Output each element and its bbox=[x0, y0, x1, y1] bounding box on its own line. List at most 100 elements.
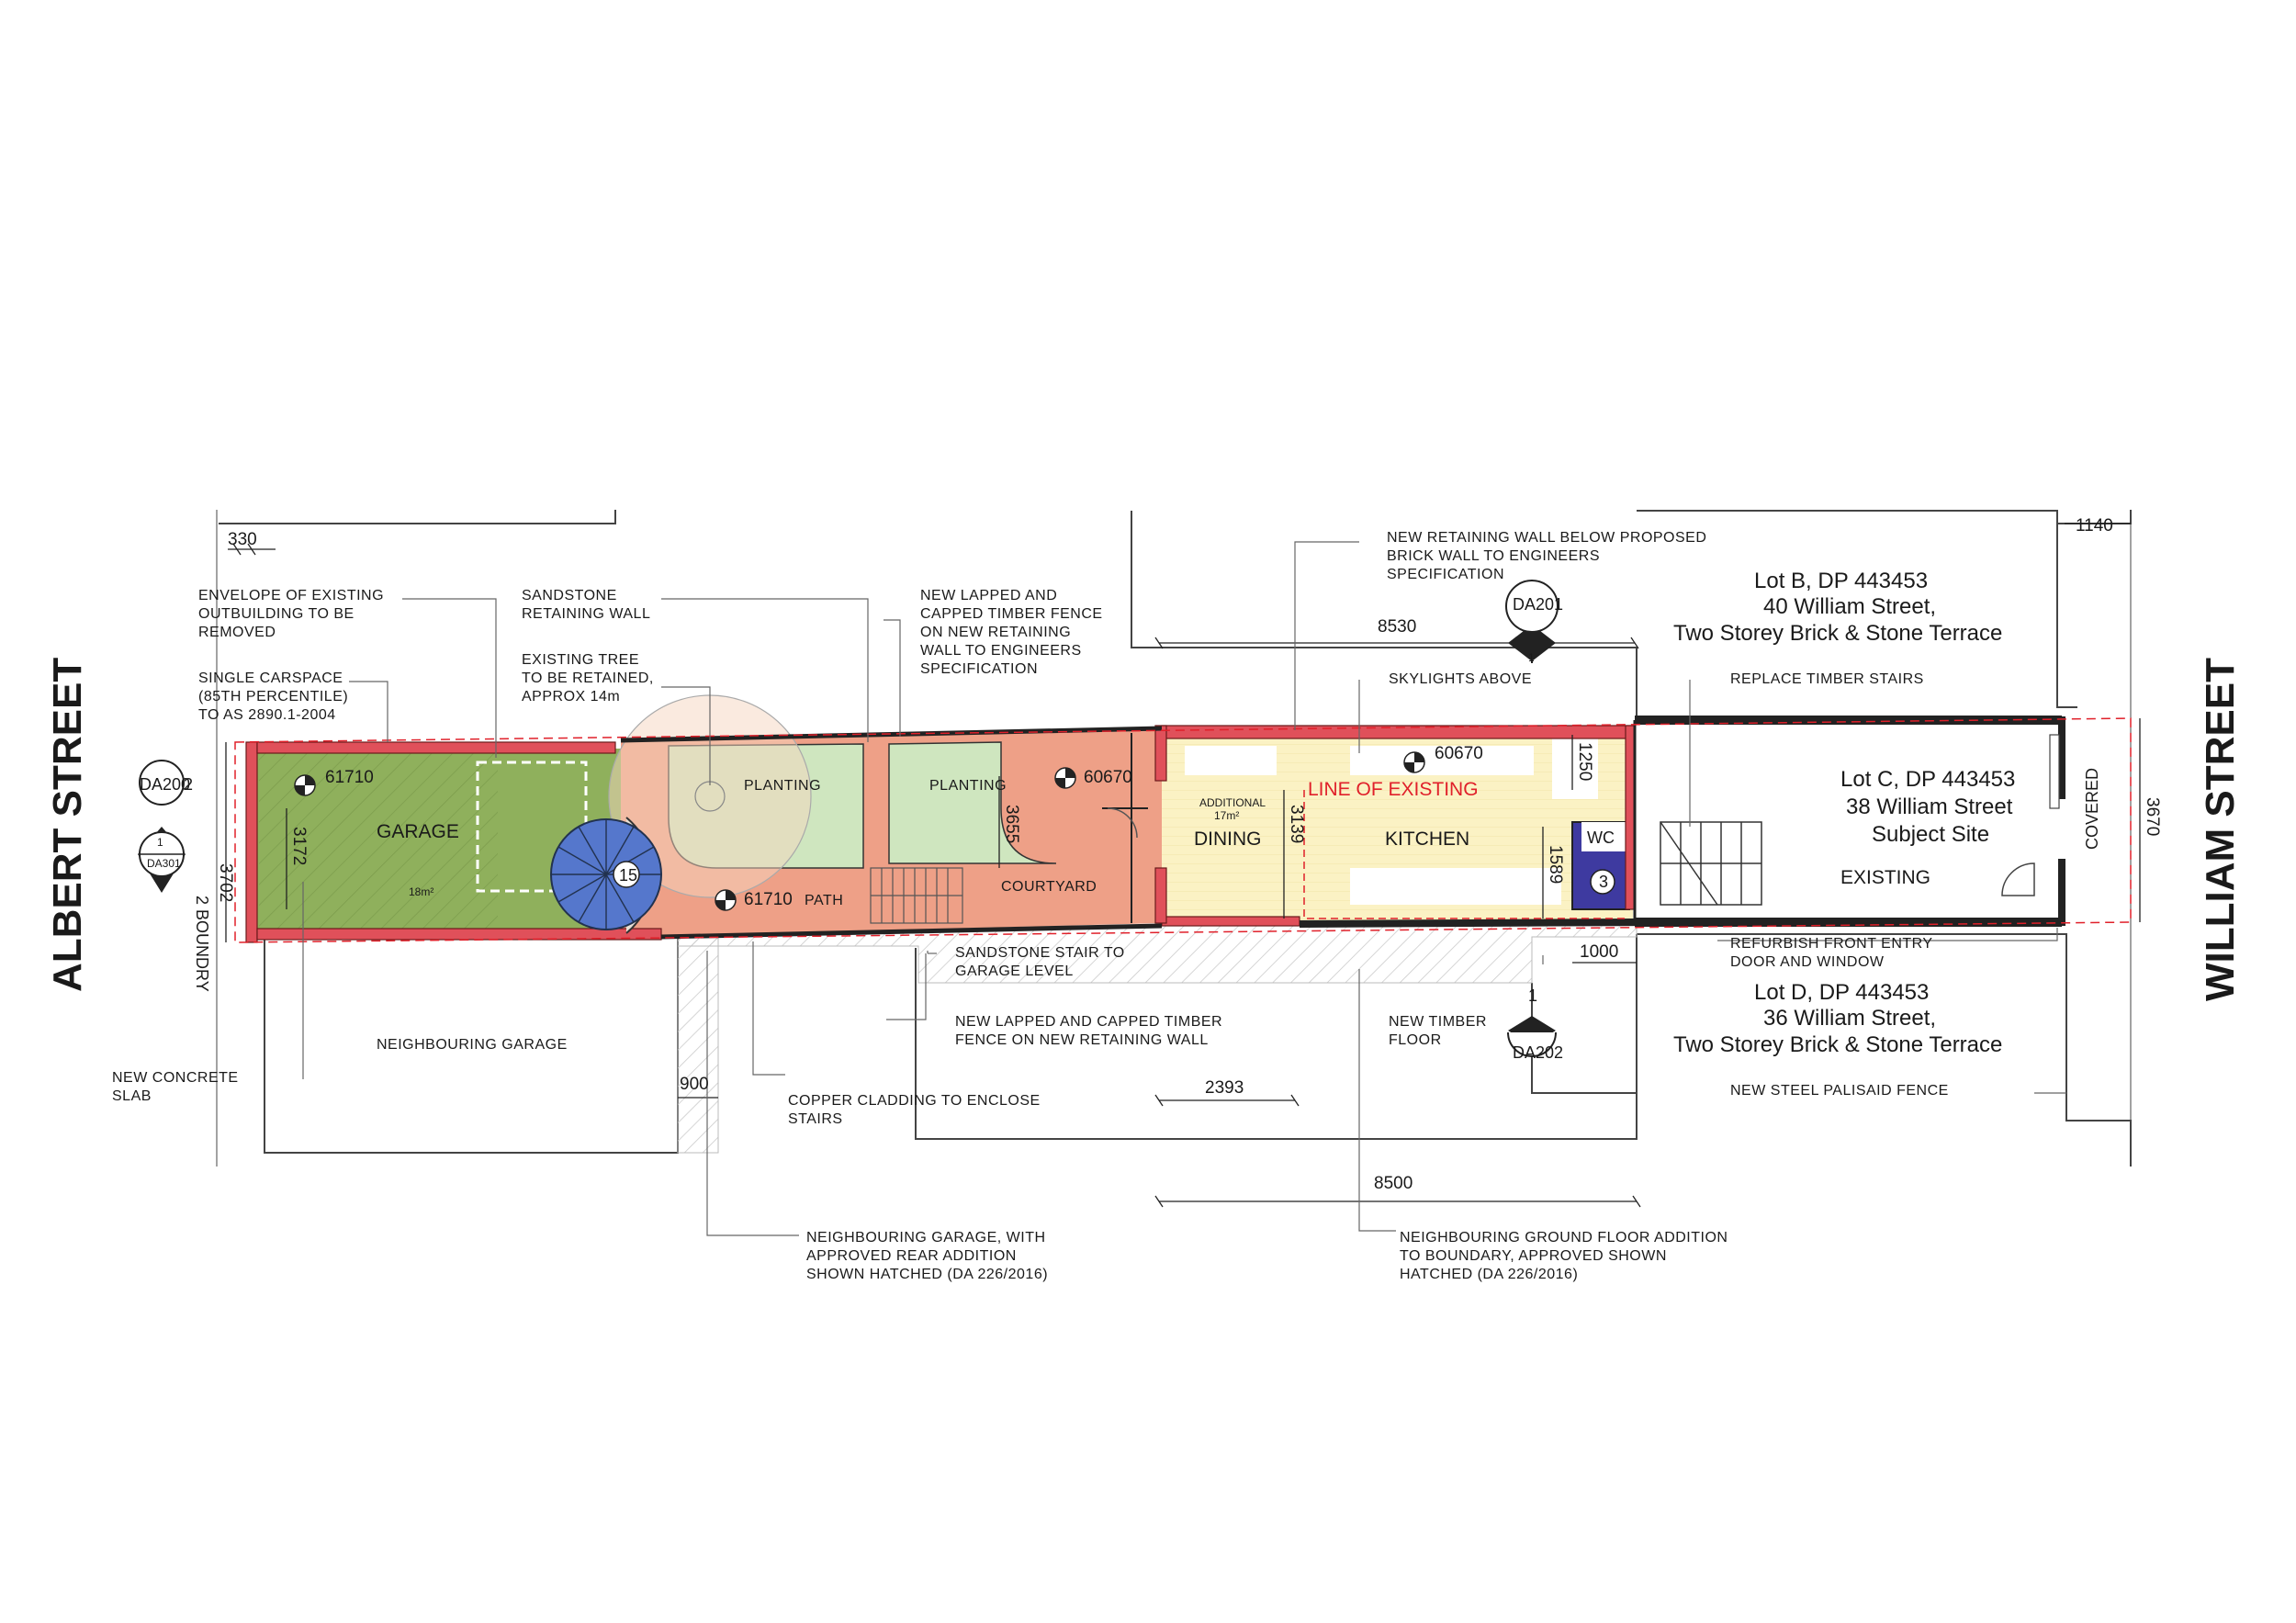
svg-text:HATCHED (DA 226/2016): HATCHED (DA 226/2016) bbox=[1400, 1267, 1578, 1282]
svg-text:COPPER CLADDING TO ENCLOSE: COPPER CLADDING TO ENCLOSE bbox=[788, 1093, 1041, 1109]
note-slab: NEW CONCRETE SLAB bbox=[112, 1070, 239, 1104]
dim-8500: 8500 bbox=[1374, 1174, 1412, 1193]
room-path: PATH bbox=[805, 893, 843, 908]
level-garage: 61710 bbox=[325, 768, 374, 787]
svg-text:SINGLE CARSPACE: SINGLE CARSPACE bbox=[198, 671, 343, 686]
lot-b-line3: Two Storey Brick & Stone Terrace bbox=[1673, 621, 2002, 646]
kitchen-fridge bbox=[1552, 735, 1598, 799]
svg-text:CAPPED TIMBER FENCE: CAPPED TIMBER FENCE bbox=[920, 606, 1103, 622]
svg-text:TO BE RETAINED,: TO BE RETAINED, bbox=[522, 671, 654, 686]
svg-text:TO AS 2890.1-2004: TO AS 2890.1-2004 bbox=[198, 707, 336, 723]
level-path: 61710 bbox=[744, 890, 793, 909]
svg-text:SHOWN HATCHED (DA 226/2016): SHOWN HATCHED (DA 226/2016) bbox=[806, 1267, 1048, 1282]
room-planting-2: PLANTING bbox=[929, 778, 1007, 794]
dining-bench bbox=[1185, 746, 1277, 775]
level-marker-kitchen bbox=[1403, 751, 1425, 773]
note-retaining-wall: NEW RETAINING WALL BELOW PROPOSED BRICK … bbox=[1387, 530, 1706, 582]
note-palisade: NEW STEEL PALISAID FENCE bbox=[1730, 1083, 1949, 1099]
section-da200-label: DA200 bbox=[140, 775, 190, 794]
note-skylights: SKYLIGHTS ABOVE bbox=[1389, 671, 1532, 687]
note-refurbish: REFURBISH FRONT ENTRY DOOR AND WINDOW bbox=[1730, 936, 1933, 970]
site-boundary bbox=[234, 717, 2132, 943]
front-door-swing bbox=[2001, 862, 2035, 896]
dim-1589: 1589 bbox=[1546, 845, 1565, 884]
courtyard-door-swing bbox=[1107, 807, 1138, 839]
wc-stair-marker bbox=[1590, 869, 1615, 895]
svg-text:NEW RETAINING WALL BELOW PROPO: NEW RETAINING WALL BELOW PROPOSED bbox=[1387, 530, 1706, 546]
room-neighbouring-garage: NEIGHBOURING GARAGE bbox=[377, 1037, 568, 1053]
room-additional-area: 17m² bbox=[1214, 809, 1239, 822]
street-william: WILLIAM STREET bbox=[2198, 658, 2243, 1001]
level-marker-garage bbox=[294, 774, 316, 796]
dim-1000: 1000 bbox=[1580, 942, 1618, 962]
note-sandstone-stair: SANDSTONE STAIR TO GARAGE LEVEL bbox=[955, 945, 1125, 979]
svg-text:NEIGHBOURING GROUND FLOOR ADDI: NEIGHBOURING GROUND FLOOR ADDITION bbox=[1400, 1230, 1728, 1245]
note-fence-top: NEW LAPPED AND CAPPED TIMBER FENCE ON NE… bbox=[920, 588, 1103, 677]
section-marker-da201 bbox=[1505, 580, 1559, 663]
room-courtyard: COURTYARD bbox=[1001, 879, 1097, 895]
note-envelope: ENVELOPE OF EXISTING OUTBUILDING TO BE R… bbox=[198, 588, 384, 640]
boundary-label: 2 BOUNDRY bbox=[193, 896, 211, 992]
level-marker-path bbox=[715, 889, 737, 911]
room-kitchen: KITCHEN bbox=[1385, 828, 1469, 850]
leader-lines bbox=[302, 541, 2066, 1236]
existing-walls bbox=[620, 716, 2065, 940]
room-covered: COVERED bbox=[2083, 768, 2101, 850]
dim-3670: 3670 bbox=[2143, 797, 2162, 836]
svg-text:APPROVED REAR ADDITION: APPROVED REAR ADDITION bbox=[806, 1248, 1017, 1264]
note-replace-stairs: REPLACE TIMBER STAIRS bbox=[1730, 671, 1924, 687]
note-neighbour-ground-addition: NEIGHBOURING GROUND FLOOR ADDITION TO BO… bbox=[1400, 1230, 1728, 1282]
svg-text:(85TH PERCENTILE): (85TH PERCENTILE) bbox=[198, 689, 348, 704]
svg-text:DOOR AND WINDOW: DOOR AND WINDOW bbox=[1730, 954, 1885, 970]
section-da202-no: 1 bbox=[1528, 986, 1537, 1005]
section-da301-label: DA301 bbox=[147, 857, 181, 870]
note-fence-bottom: NEW LAPPED AND CAPPED TIMBER FENCE ON NE… bbox=[955, 1014, 1222, 1048]
svg-text:SANDSTONE STAIR TO: SANDSTONE STAIR TO bbox=[955, 945, 1125, 961]
front-window bbox=[2049, 734, 2060, 809]
dim-3655: 3655 bbox=[1002, 805, 1021, 843]
note-neighbour-garage-addition: NEIGHBOURING GARAGE, WITH APPROVED REAR … bbox=[806, 1230, 1048, 1282]
spiral-stair-count: 15 bbox=[619, 866, 637, 885]
note-timber-floor: NEW TIMBER FLOOR bbox=[1389, 1014, 1486, 1048]
svg-text:WALL TO ENGINEERS: WALL TO ENGINEERS bbox=[920, 643, 1082, 659]
spiral-stair bbox=[550, 817, 662, 934]
room-garage-area: 18m² bbox=[409, 885, 433, 898]
svg-text:NEW CONCRETE: NEW CONCRETE bbox=[112, 1070, 239, 1086]
svg-text:REFURBISH FRONT ENTRY: REFURBISH FRONT ENTRY bbox=[1730, 936, 1933, 952]
svg-text:RETAINING WALL: RETAINING WALL bbox=[522, 606, 650, 622]
dim-8530: 8530 bbox=[1378, 617, 1416, 637]
note-copper: COPPER CLADDING TO ENCLOSE STAIRS bbox=[788, 1093, 1041, 1127]
timber-stairs bbox=[1660, 821, 1762, 906]
wc-label-plate bbox=[1581, 822, 1626, 851]
lot-c-line2: 38 William Street bbox=[1846, 795, 2013, 819]
sandstone-stair bbox=[870, 867, 963, 924]
svg-text:FENCE ON NEW RETAINING WALL: FENCE ON NEW RETAINING WALL bbox=[955, 1032, 1209, 1048]
lot-d-line1: Lot D, DP 443453 bbox=[1754, 980, 1929, 1005]
line-of-existing bbox=[1303, 790, 1626, 919]
dim-2393: 2393 bbox=[1205, 1078, 1244, 1098]
section-da201-no: 1 bbox=[1528, 651, 1535, 664]
svg-text:FLOOR: FLOOR bbox=[1389, 1032, 1442, 1048]
svg-text:ENVELOPE OF EXISTING: ENVELOPE OF EXISTING bbox=[198, 588, 384, 603]
svg-text:NEIGHBOURING GARAGE, WITH: NEIGHBOURING GARAGE, WITH bbox=[806, 1230, 1046, 1245]
svg-text:NEW LAPPED AND CAPPED TIMBER: NEW LAPPED AND CAPPED TIMBER bbox=[955, 1014, 1222, 1030]
svg-text:SPECIFICATION: SPECIFICATION bbox=[920, 661, 1038, 677]
svg-text:TO BOUNDARY, APPROVED SHOWN: TO BOUNDARY, APPROVED SHOWN bbox=[1400, 1248, 1667, 1264]
svg-text:SPECIFICATION: SPECIFICATION bbox=[1387, 567, 1504, 582]
kitchen-bench-back bbox=[1350, 746, 1534, 775]
section-marker-da200 bbox=[139, 760, 185, 806]
dim-3139: 3139 bbox=[1287, 805, 1306, 843]
room-additional: ADDITIONAL bbox=[1199, 796, 1266, 809]
note-sandstone-wall: SANDSTONE RETAINING WALL bbox=[522, 588, 650, 622]
lot-c-line1: Lot C, DP 443453 bbox=[1840, 767, 2015, 792]
level-courtyard: 60670 bbox=[1084, 768, 1132, 787]
svg-text:ON NEW RETAINING: ON NEW RETAINING bbox=[920, 625, 1071, 640]
section-da200-no: 2 bbox=[184, 775, 193, 794]
note-carspace: SINGLE CARSPACE (85TH PERCENTILE) TO AS … bbox=[198, 671, 348, 723]
room-planting-1: PLANTING bbox=[744, 778, 821, 794]
note-tree: EXISTING TREE TO BE RETAINED, APPROX 14m bbox=[522, 652, 654, 704]
wc-stair-count: 3 bbox=[1599, 873, 1608, 891]
section-da202-label: DA202 bbox=[1513, 1043, 1563, 1062]
dimension-lines bbox=[225, 523, 2141, 1208]
